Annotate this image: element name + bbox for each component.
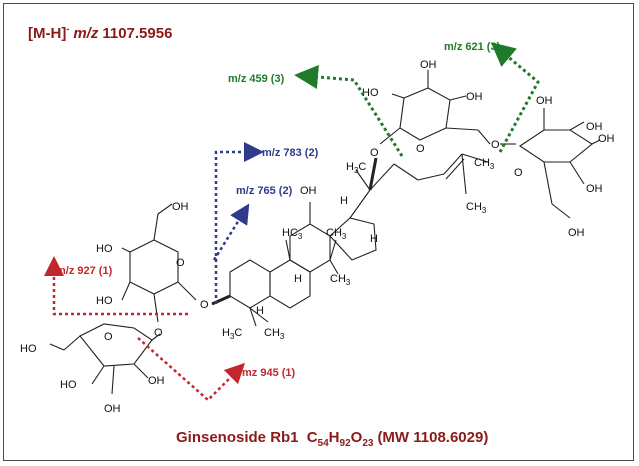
label-mz459: m/z 459 (3) [228, 73, 285, 85]
sugar-lower-outer: HO HO OH OH O [20, 323, 165, 415]
label-mz621: m/z 621 (3) [444, 41, 501, 53]
arrow-mz765 [212, 203, 250, 261]
svg-text:OH: OH [148, 375, 165, 387]
svg-text:HO: HO [20, 343, 37, 355]
c12-oh-label: OH [300, 185, 317, 197]
c13-h-label: H [340, 195, 348, 207]
svg-text:OH: OH [598, 133, 615, 145]
arrow-mz927 [44, 256, 188, 316]
svg-text:CH3: CH3 [474, 157, 495, 171]
svg-text:O: O [176, 257, 185, 269]
arrow-mz783 [214, 142, 264, 304]
sugar-lower-inner: OH HO HO O O [96, 201, 197, 339]
svg-text:HC3: HC3 [282, 227, 303, 241]
svg-text:HO: HO [362, 87, 379, 99]
svg-text:H3C: H3C [222, 327, 242, 341]
fragment-labels: m/z 621 (3) m/z 459 (3) m/z 783 (2) m/z … [56, 41, 501, 379]
arrow-mz945 [137, 337, 246, 402]
svg-text:OH: OH [420, 59, 437, 71]
svg-text:O: O [514, 167, 523, 179]
svg-text:OH: OH [466, 91, 483, 103]
sugar-upper-outer: OH OH OH OH OH O [514, 95, 615, 239]
svg-text:OH: OH [172, 201, 189, 213]
label-mz945: mz 945 (1) [242, 367, 296, 379]
svg-text:O: O [416, 143, 425, 155]
c9-h-label: H [294, 273, 302, 285]
arrow-mz459 [294, 65, 404, 157]
svg-text:CH3: CH3 [466, 201, 487, 215]
svg-text:CH3: CH3 [330, 273, 351, 287]
label-mz765: m/z 765 (2) [236, 185, 293, 197]
svg-text:CH3: CH3 [326, 227, 347, 241]
fragment-arrows [44, 42, 540, 402]
svg-text:HO: HO [60, 379, 77, 391]
svg-text:OH: OH [586, 183, 603, 195]
steroid-core [211, 153, 489, 327]
svg-text:O: O [104, 331, 113, 343]
sugar-upper-inner: HO OH OH O O [362, 59, 516, 155]
svg-text:HO: HO [96, 295, 113, 307]
svg-text:O: O [491, 139, 500, 151]
c20-o-label: O [370, 147, 379, 159]
c3-o-label: O [200, 299, 209, 311]
compound-title: Ginsenoside Rb1 C54H92O23(MW 1108.6029) [176, 429, 488, 449]
svg-text:H3C: H3C [346, 161, 366, 175]
svg-text:OH: OH [568, 227, 585, 239]
svg-text:O: O [154, 327, 163, 339]
svg-text:CH3: CH3 [264, 327, 285, 341]
steroid-labels: OH HC3 CH3 H H CH3 H H H3C CH3 H3C CH3 C… [200, 147, 495, 341]
label-mz783: m/z 783 (2) [262, 147, 319, 159]
svg-text:OH: OH [586, 121, 603, 133]
c5-h-label: H [256, 305, 264, 317]
arrow-mz621 [490, 42, 540, 153]
svg-text:OH: OH [104, 403, 121, 415]
svg-text:HO: HO [96, 243, 113, 255]
svg-text:OH: OH [536, 95, 553, 107]
c14-h-label: H [370, 233, 378, 245]
label-mz927: m/z 927 (1) [56, 265, 113, 277]
